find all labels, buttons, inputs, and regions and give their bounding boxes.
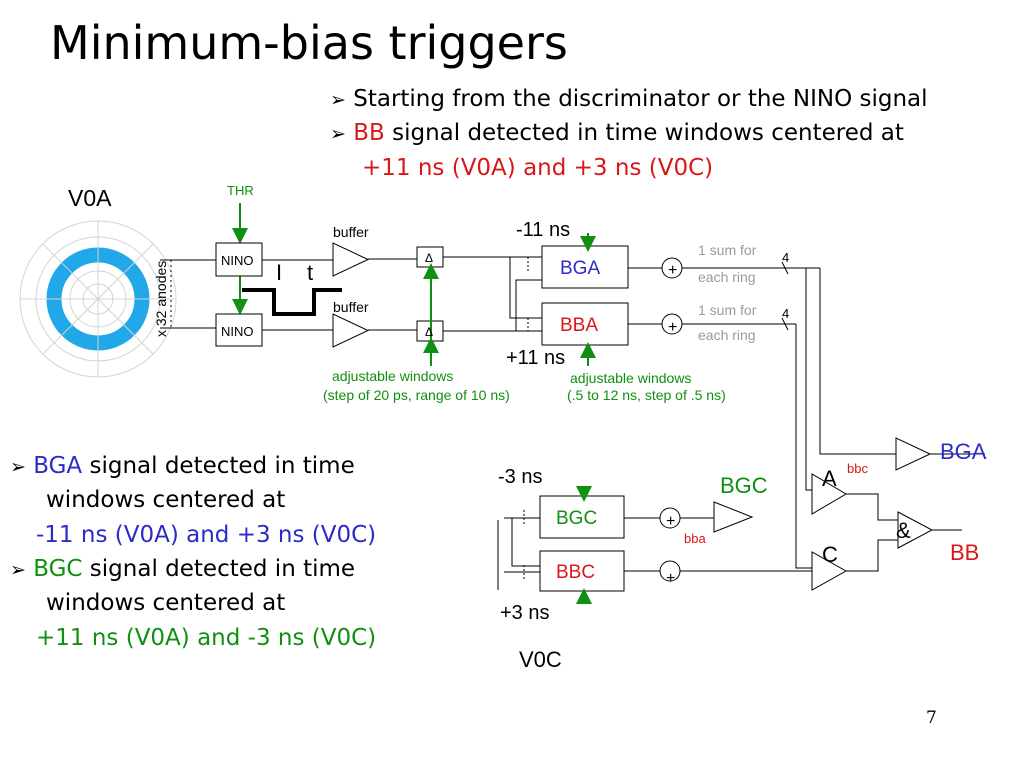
anodes-label: x 32 anodes [153, 261, 169, 337]
top-bullet-2: ➢ BB signal detected in time windows cen… [330, 120, 904, 146]
bb-output-label: BB [950, 540, 979, 565]
bga-bullet-text: signal detected in time [82, 453, 355, 479]
bullet-arrow-icon: ➢ [330, 123, 346, 145]
nino-top-label: NINO [221, 253, 254, 268]
bbc-gate-box [539, 550, 625, 592]
bba-gate-box [541, 302, 629, 346]
bba-small-label: bba [684, 531, 706, 546]
top-bullet-1: ➢ Starting from the discriminator or the… [330, 86, 928, 112]
delta-bottom-label: Δ [425, 325, 433, 339]
plus-bbc: + [666, 570, 675, 587]
a-label: A [822, 466, 837, 491]
page-number: 7 [926, 708, 937, 728]
each-ring-bottom: each ring [698, 327, 756, 343]
adj-left-2: (step of 20 ps, range of 10 ns) [323, 387, 510, 403]
bgc-bullet-text: signal detected in time [82, 556, 356, 582]
bullet-arrow-icon: ➢ [10, 559, 26, 581]
minus11-label: -11 ns [516, 219, 570, 241]
bgc-gate-box [539, 495, 625, 539]
bgc-keyword: BGC [33, 556, 83, 582]
bga-bullet-line2: windows centered at [46, 487, 286, 513]
c-label: C [822, 542, 838, 567]
bullet-arrow-icon: ➢ [10, 456, 26, 478]
plus-bga: + [668, 262, 677, 279]
bga-output-buffer-icon [895, 437, 932, 471]
each-ring-top: each ring [698, 269, 756, 285]
bbc-box-label: BBC [556, 562, 595, 583]
bb-keyword: BB [353, 120, 385, 146]
and-gate-icon [897, 511, 934, 549]
v0c-label: V0C [519, 647, 562, 672]
bgc-bullet: ➢ BGC signal detected in time [10, 556, 355, 582]
plus-bgc: + [666, 513, 675, 530]
bgc-output-label: BGC [720, 473, 768, 498]
nino-box-bottom [215, 313, 263, 347]
plus11-label: +11 ns [506, 347, 565, 369]
bgc-bullet-windows: +11 ns (V0A) and -3 ns (V0C) [36, 625, 377, 651]
sum-for-top: 1 sum for [698, 242, 757, 258]
four-top: 4 [782, 250, 789, 265]
adj-left-1: adjustable windows [332, 368, 453, 384]
buffer-bottom-label: buffer [333, 299, 369, 315]
plus-bba: + [668, 319, 677, 336]
sum-for-bottom: 1 sum for [698, 302, 757, 318]
adj-right-1: adjustable windows [570, 370, 691, 386]
v0a-detector-icon [19, 220, 177, 378]
bgc-bullet-line2: windows centered at [46, 590, 286, 616]
and-label: & [896, 518, 911, 543]
delta-top-label: Δ [425, 251, 433, 265]
thr-label: THR [227, 183, 254, 198]
slide-title: Minimum-bias triggers [50, 16, 568, 70]
bgc-output-buffer-icon [713, 501, 754, 533]
bbc-small-label: bbc [847, 461, 868, 476]
top-bullet-2-windows: +11 ns (V0A) and +3 ns (V0C) [362, 155, 714, 181]
bga-box-label: BGA [560, 258, 600, 279]
nino-bottom-label: NINO [221, 324, 254, 339]
minus3-label: -3 ns [498, 466, 542, 488]
four-bottom: 4 [782, 306, 789, 321]
bga-bullet-windows: -11 ns (V0A) and +3 ns (V0C) [36, 522, 377, 548]
plus3-label: +3 ns [500, 602, 549, 624]
buffer-top-icon [332, 242, 370, 277]
bgc-box-label: BGC [556, 508, 597, 529]
v0a-label: V0A [68, 185, 112, 211]
bullet-arrow-icon: ➢ [330, 89, 346, 111]
top-bullet-1-text: Starting from the discriminator or the N… [353, 86, 928, 112]
top-bullet-2-text: signal detected in time windows centered… [384, 120, 904, 146]
buffer-bottom-icon [332, 313, 370, 348]
adj-right-2: (.5 to 12 ns, step of .5 ns) [567, 387, 726, 403]
buffer-top-label: buffer [333, 224, 369, 240]
a-buffer-icon [811, 473, 847, 515]
bga-bullet: ➢ BGA signal detected in time [10, 453, 355, 479]
bga-gate-box [541, 245, 629, 289]
pulse-i-label: I [276, 260, 282, 285]
bga-output-label: BGA [940, 439, 987, 464]
bba-box-label: BBA [560, 315, 598, 336]
pulse-shape [242, 288, 342, 316]
bga-keyword: BGA [33, 453, 83, 479]
pulse-t-label: t [307, 260, 313, 285]
